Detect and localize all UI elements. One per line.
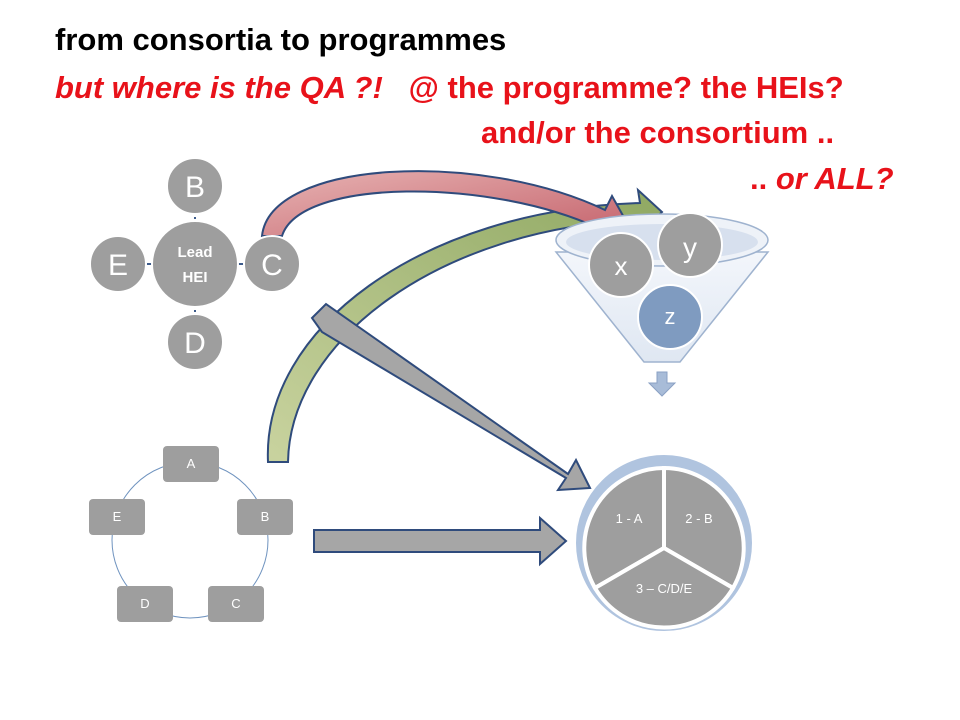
cycle-node-a-label: A (187, 456, 196, 471)
page-title: from consortia to programmes (55, 22, 507, 57)
cycle-node-e (89, 499, 145, 535)
hub-node-b-label: B (185, 171, 205, 204)
lead-hei-node (151, 220, 239, 308)
pie-segment-3-label: 3 – C/D/E (636, 581, 693, 596)
hub-node-d-label: D (184, 327, 206, 360)
lead-hei-hub: Lead HEI B C D E (89, 157, 301, 371)
funnel-ball-z-label: z (665, 304, 676, 329)
question-line-3: .. or ALL? (750, 161, 894, 197)
funnel-ball-y (657, 212, 723, 278)
funnel-ball-x-label: x (615, 251, 628, 281)
cycle-pie: 1 - A 2 - B 3 – C/D/E (576, 455, 752, 631)
funnel: z x y (554, 212, 770, 397)
funnel-ball-x (588, 232, 654, 298)
funnel-ball-z (637, 284, 703, 350)
hub-node-e (89, 235, 147, 293)
partner-cycle: A B C D E (89, 446, 293, 622)
hub-node-d (166, 313, 224, 371)
cycle-node-e-label: E (113, 509, 122, 524)
pie-segment-2-label: 2 - B (685, 511, 712, 526)
cycle-node-d-label: D (140, 596, 149, 611)
lead-hei-label-2: HEI (182, 269, 207, 286)
question-or-all: or ALL? (775, 161, 894, 196)
question-line-1: but where is the QA ?! @ the programme? … (55, 70, 844, 106)
cycle-node-c-label: C (231, 596, 240, 611)
pie-segment-3 (592, 545, 736, 630)
question-ellipsis: .. (750, 161, 768, 196)
hub-node-b (166, 157, 224, 215)
question-line-2: and/or the consortium .. (481, 115, 835, 150)
funnel-ball-y-label: y (683, 232, 697, 263)
lead-hei-label-1: Lead (177, 244, 212, 261)
hub-node-e-label: E (108, 249, 128, 282)
hub-node-c (243, 235, 301, 293)
cycle-node-a (163, 446, 219, 482)
question-programme: @ the programme? the HEIs? (408, 70, 844, 105)
cycle-node-b (237, 499, 293, 535)
cycle-node-d (117, 586, 173, 622)
funnel-down-arrow (647, 371, 677, 397)
cycle-node-c (208, 586, 264, 622)
hub-node-c-label: C (261, 249, 283, 282)
question-qa: but where is the QA ?! (55, 70, 383, 105)
pie-segment-1-label: 1 - A (616, 511, 643, 526)
cycle-node-b-label: B (261, 509, 270, 524)
hub-to-pie-arrow (310, 302, 592, 492)
cycle-to-pie-arrow (313, 515, 568, 567)
